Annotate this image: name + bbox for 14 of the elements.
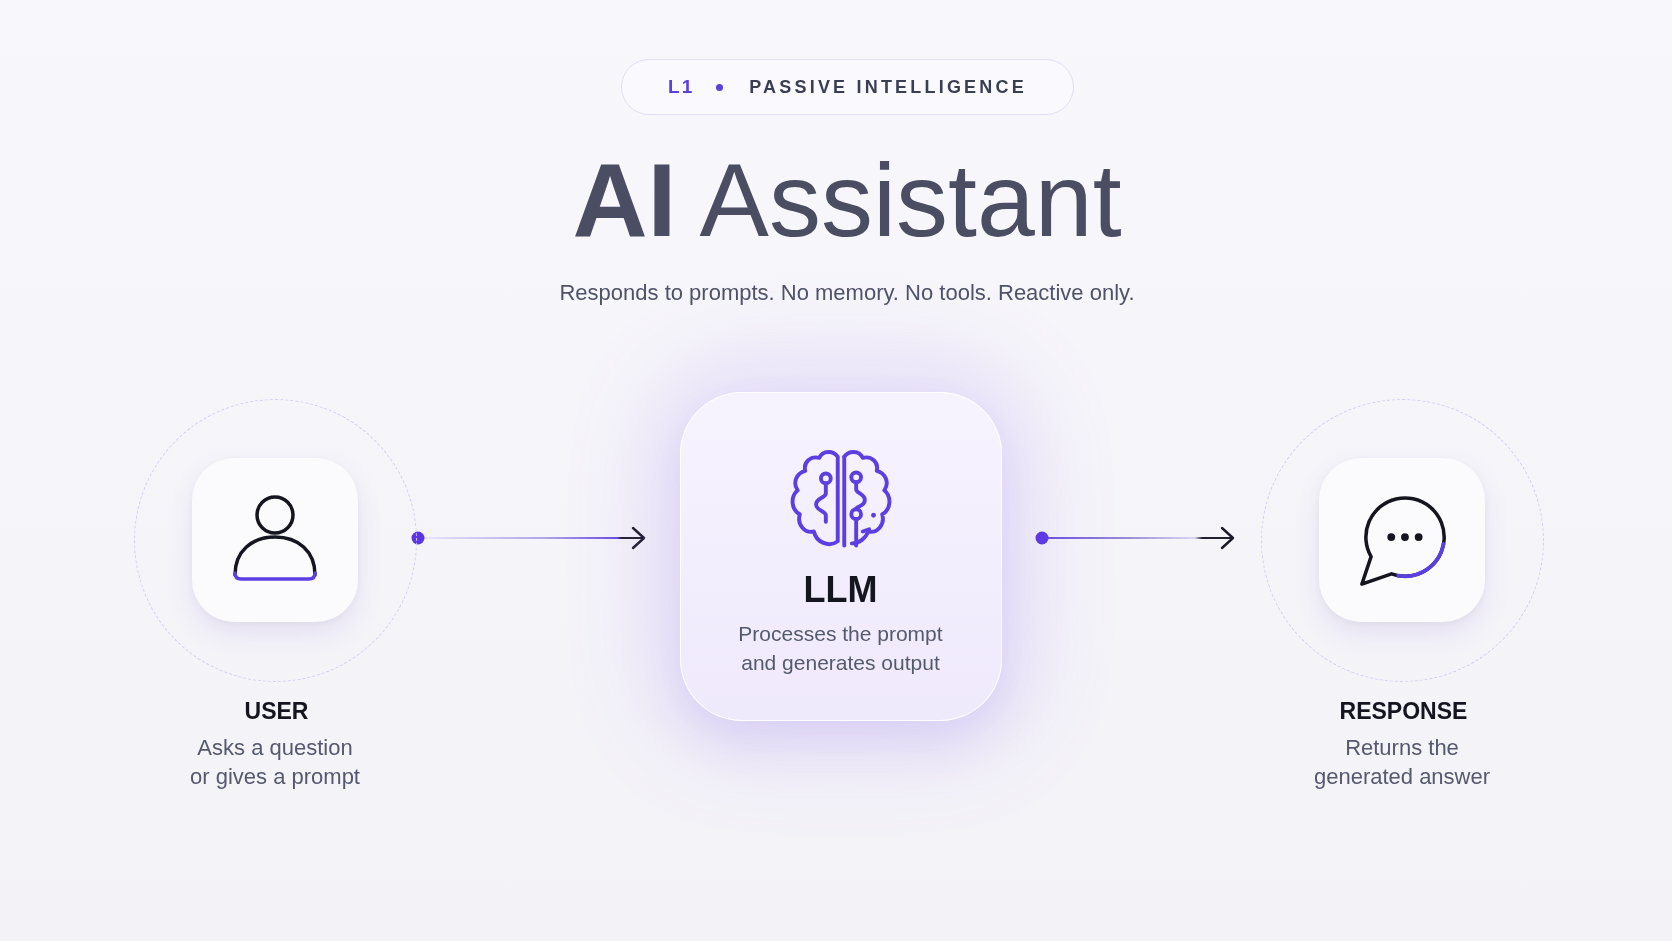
node-title: RESPONSE — [1338, 697, 1469, 726]
node-title: USER — [243, 697, 310, 726]
category-badge — [621, 59, 1074, 115]
node-description: Asks a question or gives a prompt — [189, 734, 361, 791]
subtitle: Responds to prompts. No memory. No tools. Reactive only. — [558, 279, 1136, 307]
category-label: PASSIVE INTELLIGENCE — [749, 76, 1027, 98]
diagram-title: AI Assistant — [571, 141, 1123, 260]
connector-arrow — [411, 526, 646, 550]
level-label: L1 — [668, 76, 695, 98]
card-title: LLM — [802, 568, 879, 612]
node-description: Returns the generated answer — [1312, 734, 1492, 791]
card-description: Processes the prompt and generates output — [737, 621, 944, 676]
connector-arrow — [1035, 526, 1235, 550]
process-card — [680, 392, 1002, 721]
